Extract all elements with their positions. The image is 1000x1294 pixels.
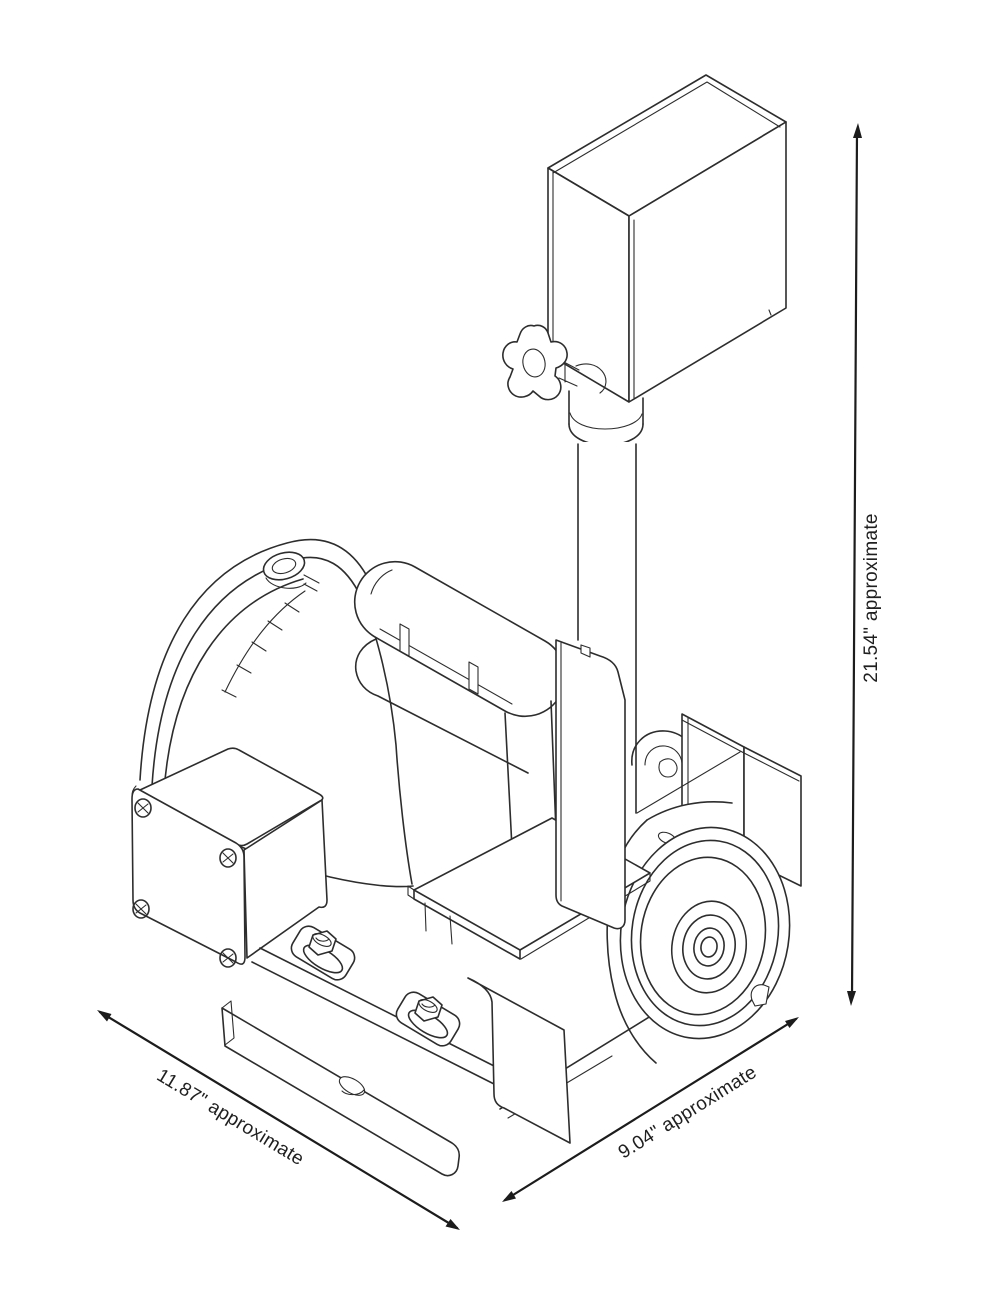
platen bbox=[555, 639, 626, 930]
cover-tab bbox=[399, 623, 410, 657]
depth-dimension-label: 9.04" approximate bbox=[615, 1062, 761, 1164]
platen-tab bbox=[580, 644, 591, 658]
mounting-bolt-rear bbox=[395, 991, 461, 1047]
arrow-upright-icon bbox=[785, 1017, 799, 1028]
mounting-bolt-front bbox=[290, 925, 356, 981]
dimension-height: 21.54" approximate bbox=[847, 123, 882, 1006]
lower-belt-guard bbox=[467, 977, 571, 1144]
base-plate bbox=[221, 925, 694, 1177]
arrow-downright-icon bbox=[445, 1219, 460, 1230]
flange-hole bbox=[338, 1076, 366, 1096]
lifting-eye-bolt bbox=[262, 551, 320, 592]
cover-tab bbox=[468, 661, 479, 695]
arrow-up-icon bbox=[853, 123, 862, 138]
dust-collection-box bbox=[547, 74, 787, 403]
junction-box bbox=[131, 747, 328, 968]
wheel-foot-tab bbox=[750, 984, 770, 1007]
arrow-upleft-icon bbox=[97, 1010, 112, 1022]
arrow-down-icon bbox=[847, 991, 856, 1006]
clamp-knob bbox=[502, 324, 607, 401]
cooling-fins bbox=[221, 602, 300, 698]
height-dimension-label: 21.54" approximate bbox=[861, 513, 882, 683]
cover-screws bbox=[132, 798, 237, 968]
sanding-belt bbox=[504, 700, 557, 849]
arrow-downleft-icon bbox=[502, 1191, 516, 1202]
front-flange bbox=[221, 1000, 461, 1177]
